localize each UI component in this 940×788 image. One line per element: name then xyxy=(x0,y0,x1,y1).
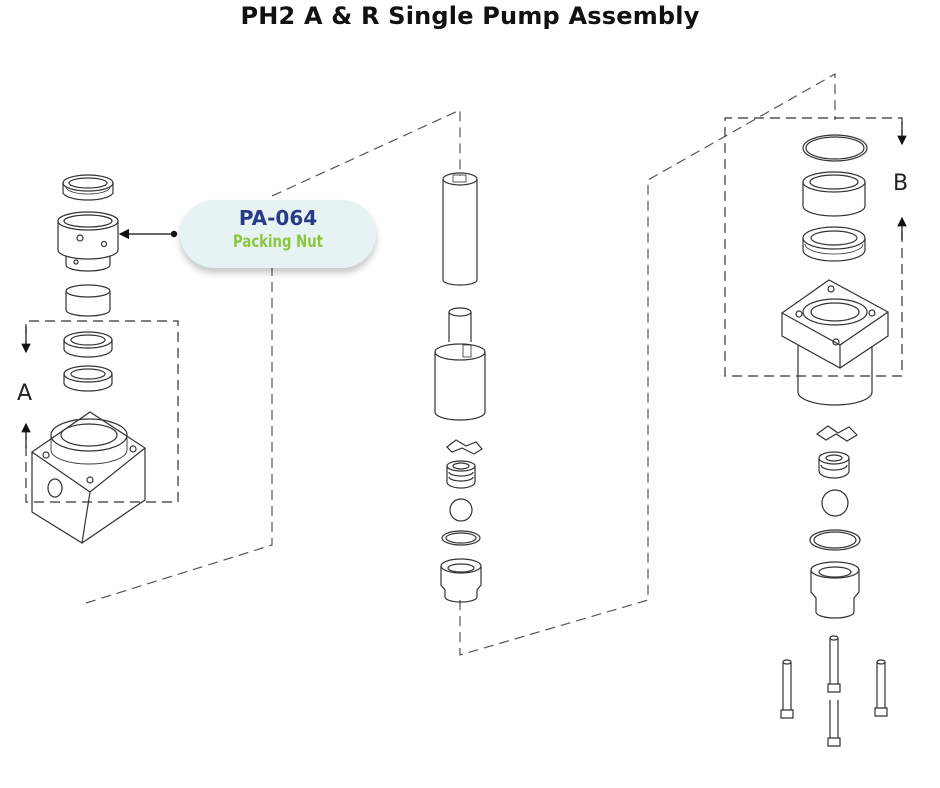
check-ball-b xyxy=(821,489,849,517)
page-title: PH2 A & R Single Pump Assembly xyxy=(240,2,700,30)
callout-leader-dot xyxy=(170,230,178,238)
valve-cage-b xyxy=(818,451,850,479)
part-callout-bubble: PA-064 Packing Nut xyxy=(180,200,376,268)
o-ring-center xyxy=(441,530,481,546)
group-a-bracket xyxy=(21,320,179,503)
dashed-connection-lines xyxy=(85,72,836,656)
o-ring-b-lower xyxy=(809,529,861,551)
retaining-clip-b xyxy=(815,425,858,442)
top-seal-ring xyxy=(62,174,114,201)
seal-ring-b xyxy=(802,226,866,262)
group-a-label: A xyxy=(17,381,32,406)
packing-nut-part xyxy=(57,211,119,272)
valve-seat-b xyxy=(810,561,860,619)
callout-part-name: Packing Nut xyxy=(233,232,323,252)
retaining-clip xyxy=(446,439,483,455)
group-b-bracket xyxy=(724,117,907,377)
group-b-label: B xyxy=(893,171,908,196)
cylinder-sleeve-b xyxy=(802,171,866,217)
mounting-bolts xyxy=(780,635,888,747)
seal-ring-a-1 xyxy=(63,331,113,358)
valve-seat-center xyxy=(440,558,482,603)
pump-block-b xyxy=(780,279,890,406)
callout-part-number: PA-064 xyxy=(238,206,318,230)
check-ball xyxy=(449,498,473,522)
spacer-bushing xyxy=(65,284,111,317)
piston-rod xyxy=(442,172,478,286)
o-ring-b xyxy=(802,134,868,162)
seal-ring-a-2 xyxy=(63,365,113,392)
piston-body xyxy=(434,307,486,421)
valve-cage xyxy=(446,460,476,489)
pump-block-a xyxy=(30,411,147,544)
